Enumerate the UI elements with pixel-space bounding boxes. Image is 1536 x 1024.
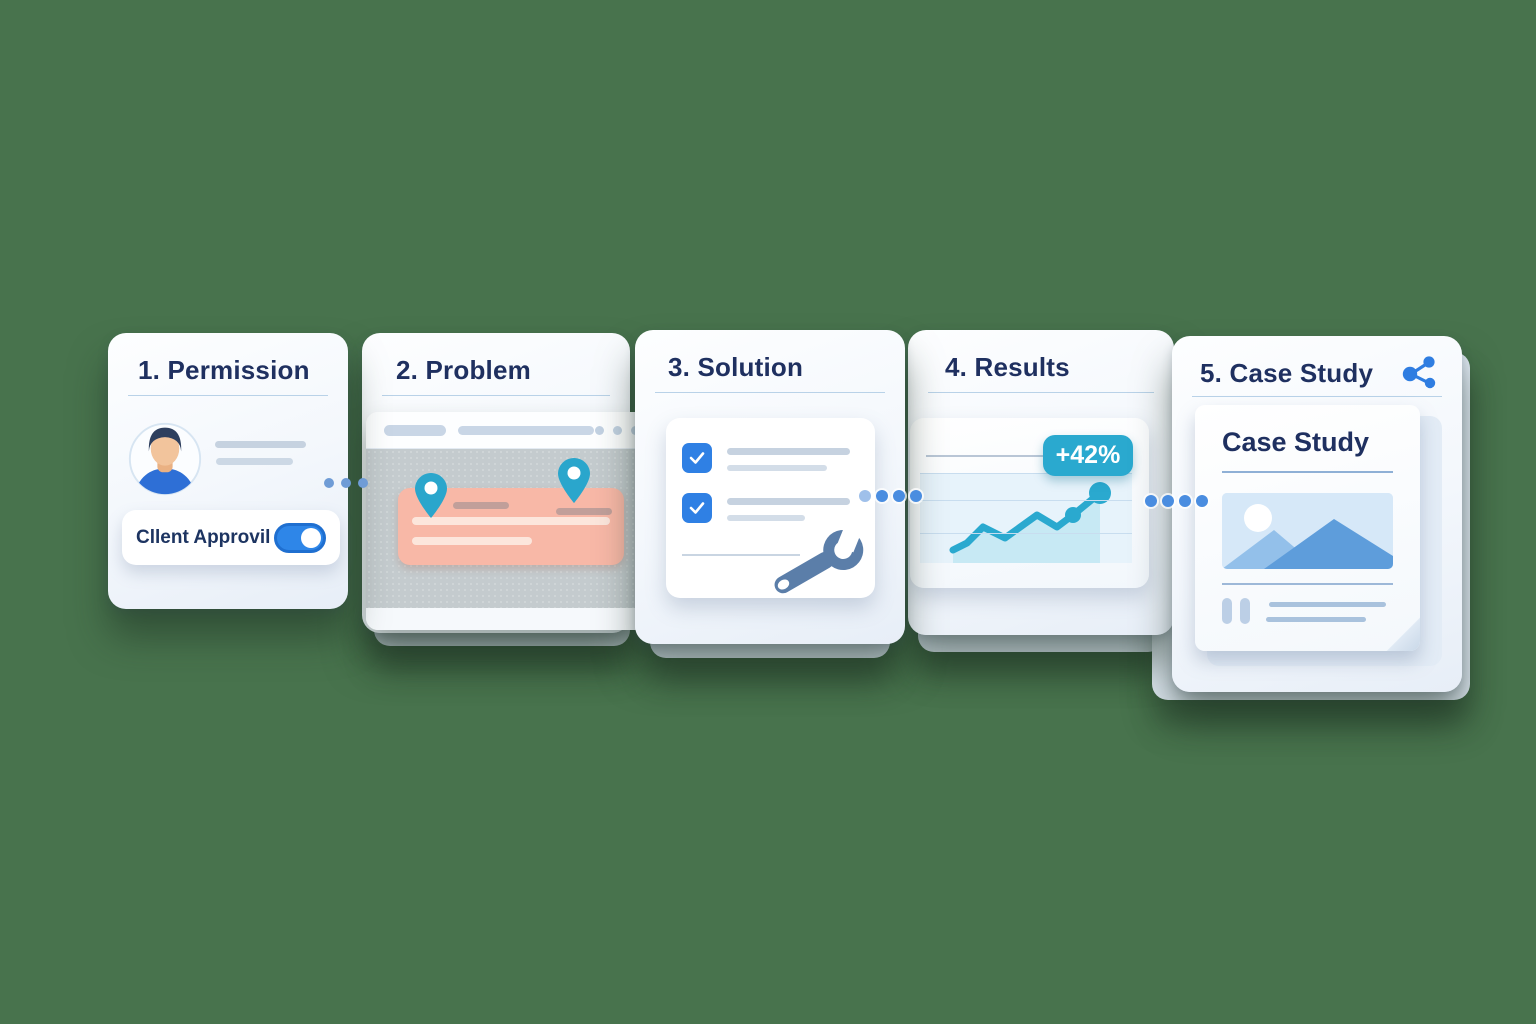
title-underline <box>1192 396 1442 397</box>
list-text-line <box>727 515 805 521</box>
step-card-solution: 3. Solution <box>635 330 905 644</box>
flow-connector-dots <box>859 490 922 502</box>
mountains-image-icon <box>1222 493 1393 569</box>
gridline <box>920 473 1132 474</box>
map-pin-icon <box>558 458 590 503</box>
alert-text-line <box>412 537 532 545</box>
user-avatar-icon <box>128 422 202 496</box>
line-chart-plot <box>920 473 1132 563</box>
map-pin-icon <box>415 473 447 518</box>
check-icon <box>689 502 705 514</box>
step-title-case-study: 5. Case Study <box>1200 358 1374 388</box>
wrench-icon <box>774 524 864 594</box>
url-bar-pill <box>458 426 594 435</box>
chart-header-line <box>926 455 1052 457</box>
alert-text-line <box>412 517 610 525</box>
list-text-line <box>727 498 850 505</box>
map-area <box>366 449 652 608</box>
browser-menu-dots-icon <box>595 426 640 435</box>
checkbox-checked[interactable] <box>682 443 712 473</box>
document-text-line <box>1266 617 1366 622</box>
checkbox-checked[interactable] <box>682 493 712 523</box>
gridline <box>920 533 1132 534</box>
share-icon[interactable] <box>1402 354 1440 392</box>
data-point <box>1089 482 1111 504</box>
flow-connector-dots <box>1145 495 1208 507</box>
map-label-smudge <box>556 508 612 515</box>
toggle-label: Cllent Approvil <box>136 526 271 548</box>
title-underline <box>928 392 1154 393</box>
skeleton-line <box>216 458 293 465</box>
toggle-knob <box>301 527 321 548</box>
document-title: Case Study <box>1222 427 1370 457</box>
data-point <box>1065 507 1081 523</box>
step-title-results: 4. Results <box>945 352 1070 382</box>
step-card-case-study: 5. Case Study Case Study <box>1172 336 1462 692</box>
flow-connector-dots <box>324 478 368 488</box>
document-text-line <box>1269 602 1386 607</box>
step-title-permission: 1. Permission <box>138 355 310 385</box>
tab-pill <box>384 425 446 436</box>
browser-bottombar <box>366 608 652 630</box>
browser-topbar <box>366 412 652 449</box>
image-placeholder <box>1222 493 1393 569</box>
skeleton-line <box>215 441 306 448</box>
client-approval-toggle[interactable] <box>274 522 326 553</box>
quote-bar-icon <box>1222 598 1232 624</box>
checklist-card <box>666 418 875 598</box>
trend-line-chart <box>949 482 1111 563</box>
document-rule <box>1222 583 1393 585</box>
chart-card: +42% <box>910 418 1149 588</box>
browser-window <box>366 412 652 630</box>
title-underline <box>128 395 328 396</box>
title-underline <box>382 395 610 396</box>
gridline <box>920 500 1132 501</box>
step-title-problem: 2. Problem <box>396 355 531 385</box>
growth-badge: +42% <box>1043 435 1133 476</box>
step-card-results: 4. Results +42% <box>908 330 1174 635</box>
title-underline <box>655 392 885 393</box>
list-text-line <box>727 448 850 455</box>
document-title-rule <box>1222 471 1393 473</box>
check-icon <box>689 452 705 464</box>
divider-line <box>682 554 800 556</box>
list-text-line <box>727 465 827 471</box>
case-study-document: Case Study <box>1195 405 1420 651</box>
step-title-solution: 3. Solution <box>668 352 804 382</box>
quote-bar-icon <box>1240 598 1250 624</box>
map-label-smudge <box>453 502 509 509</box>
step-card-permission: 1. Permission Cllent Approvil <box>108 333 348 609</box>
client-approval-row: Cllent Approvil <box>122 510 340 565</box>
